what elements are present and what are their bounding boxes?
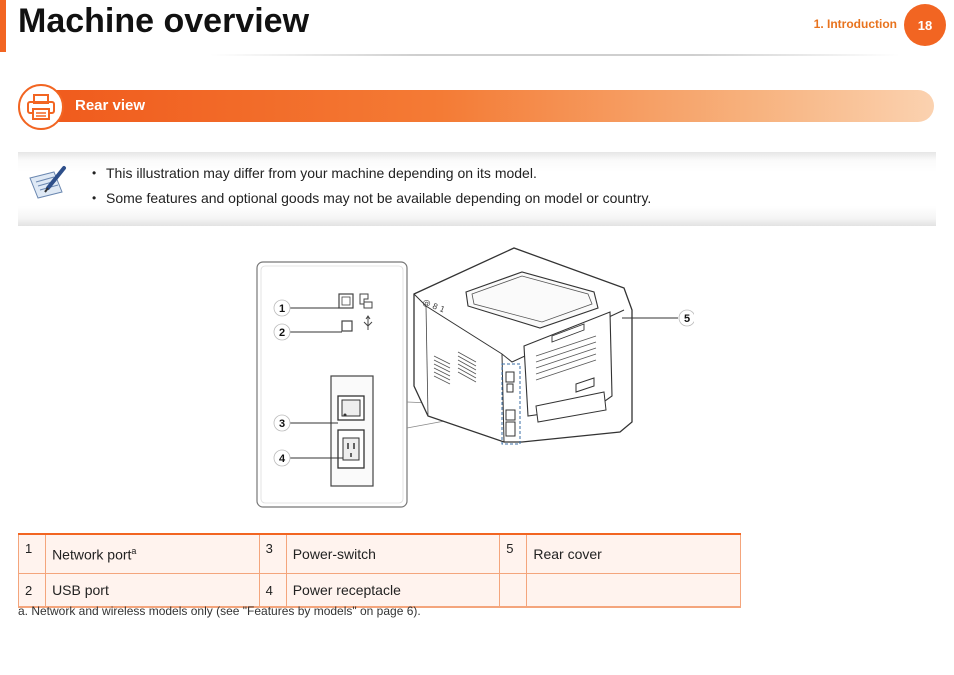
table-row: 1 Network porta 3 Power-switch 5 Rear co… [17, 533, 741, 574]
legend-number [499, 573, 528, 608]
callout-number: 1 [279, 303, 285, 315]
legend-number: 2 [17, 573, 47, 608]
callout-marker: 1 [273, 299, 291, 317]
table-row: 2 USB port 4 Power receptacle [17, 573, 741, 608]
callout-number: 3 [279, 418, 285, 430]
note-pencil-icon [26, 164, 70, 207]
legend-label: Power-switch [285, 533, 501, 574]
callout-number: 5 [684, 313, 690, 325]
printer-icon [18, 84, 64, 130]
callout-marker: 3 [273, 414, 291, 432]
legend-number: 4 [258, 573, 287, 608]
legend-number: 3 [258, 533, 287, 574]
legend-label-text: Network port [52, 546, 132, 563]
legend-table: 1 Network porta 3 Power-switch 5 Rear co… [17, 533, 741, 608]
section-title: Rear view [75, 97, 146, 114]
footnote-marker[interactable]: a [131, 545, 137, 556]
note-list: This illustration may differ from your m… [92, 164, 651, 214]
chapter-link[interactable]: 1. Introduction [813, 17, 897, 31]
note-item: This illustration may differ from your m… [92, 164, 651, 189]
page-title: Machine overview [18, 2, 310, 40]
printer-rear-illustration: @ 8 1 1 2 3 4 5 [256, 247, 694, 508]
callout-marker: 5 [678, 309, 694, 327]
callout-marker: 2 [273, 323, 291, 341]
legend-number: 1 [17, 533, 47, 574]
note-item: Some features and optional goods may not… [92, 189, 651, 214]
callout-number: 2 [279, 327, 285, 339]
footnote: a. Network and wireless models only (see… [18, 604, 421, 618]
legend-label [526, 573, 741, 608]
header-divider [210, 54, 900, 56]
section-heading-bar [38, 90, 934, 122]
legend-label: Network porta [45, 533, 260, 574]
legend-label: USB port [45, 573, 260, 608]
page-number-badge: 18 [904, 4, 946, 46]
legend-label: Rear cover [526, 533, 741, 574]
legend-number: 5 [499, 533, 528, 574]
callout-number: 4 [279, 453, 286, 465]
header-accent-bar [0, 0, 6, 52]
callout-marker: 4 [273, 449, 291, 467]
legend-label: Power receptacle [285, 573, 501, 608]
